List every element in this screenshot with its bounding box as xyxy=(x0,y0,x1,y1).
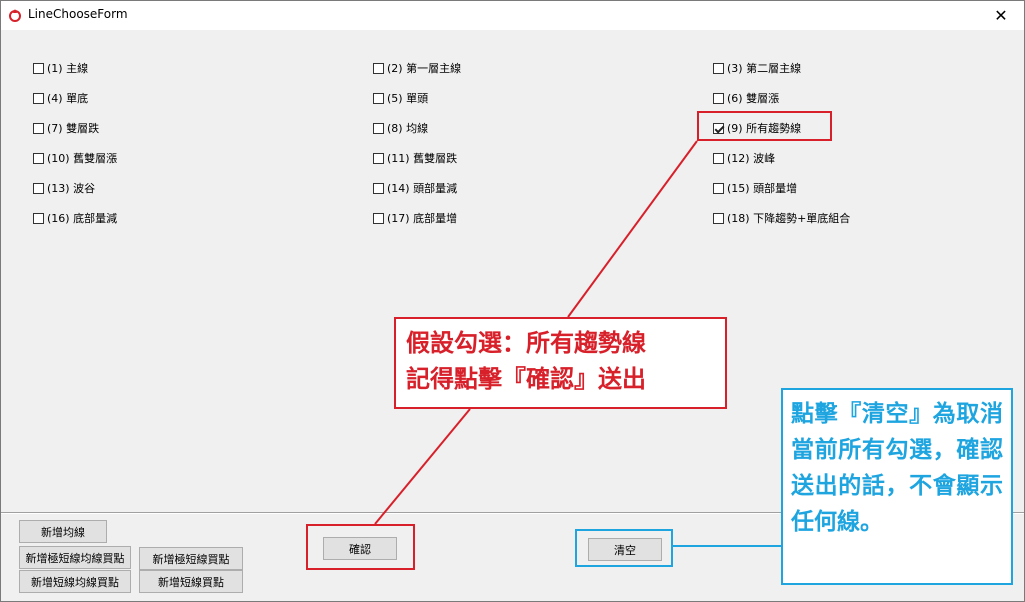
checkbox-item[interactable]: (10) 舊雙層漲 xyxy=(33,150,117,166)
checkbox-item[interactable]: (4) 單底 xyxy=(33,90,88,106)
checkbox-item[interactable]: (12) 波峰 xyxy=(713,150,775,166)
checkbox-item[interactable]: (18) 下降趨勢+單底組合 xyxy=(713,210,850,226)
checkbox-item[interactable]: (2) 第一層主線 xyxy=(373,60,461,76)
checkbox-item[interactable]: (8) 均線 xyxy=(373,120,428,136)
confirm-button[interactable]: 確認 xyxy=(323,537,397,560)
highlight-clear xyxy=(575,529,673,567)
highlight-confirm xyxy=(306,524,415,570)
checkbox-box[interactable] xyxy=(713,182,724,194)
checkbox-item[interactable]: (15) 頭部量增 xyxy=(713,180,797,196)
add-ultra-short-ma-buy-button[interactable]: 新增極短線均線買點 xyxy=(19,546,131,569)
connector-red-bottom xyxy=(374,408,471,525)
checkbox-box[interactable] xyxy=(373,92,384,104)
checkbox-label: (9) 所有趨勢線 xyxy=(727,122,802,135)
checkbox-label: (10) 舊雙層漲 xyxy=(47,152,118,165)
checkbox-label: (16) 底部量減 xyxy=(47,212,118,225)
checkbox-label: (1) 主線 xyxy=(47,62,89,75)
checkbox-box[interactable] xyxy=(373,152,384,164)
checkbox-label: (15) 頭部量增 xyxy=(727,182,798,195)
checkbox-label: (7) 雙層跌 xyxy=(47,122,100,135)
checkbox-box[interactable] xyxy=(33,152,44,164)
blue-callout: 點擊『清空』為取消當前所有勾選，確認送出的話，不會顯示任何線。 xyxy=(781,388,1013,585)
checkbox-item[interactable]: (13) 波谷 xyxy=(33,180,95,196)
checkbox-box[interactable] xyxy=(713,92,724,104)
add-short-ma-buy-button[interactable]: 新增短線均線買點 xyxy=(19,570,131,593)
checkbox-item[interactable]: (5) 單頭 xyxy=(373,90,428,106)
red-callout: 假設勾選：所有趨勢線 記得點擊『確認』送出 xyxy=(394,317,727,409)
close-button[interactable]: ✕ xyxy=(978,1,1024,30)
checkbox-box[interactable] xyxy=(713,212,724,224)
checkbox-item[interactable]: (14) 頭部量減 xyxy=(373,180,457,196)
checkbox-label: (3) 第二層主線 xyxy=(727,62,802,75)
checkbox-box[interactable] xyxy=(713,152,724,164)
checkbox-label: (14) 頭部量減 xyxy=(387,182,458,195)
checkbox-box[interactable] xyxy=(33,212,44,224)
highlight-all-trendlines xyxy=(697,111,832,141)
red-callout-line2: 記得點擊『確認』送出 xyxy=(406,364,646,393)
window-title: LineChooseForm xyxy=(28,7,128,21)
checkbox-label: (8) 均線 xyxy=(387,122,429,135)
checkbox-label: (12) 波峰 xyxy=(727,152,776,165)
checkbox-label: (5) 單頭 xyxy=(387,92,429,105)
add-short-buy-button[interactable]: 新增短線買點 xyxy=(139,570,243,593)
close-icon: ✕ xyxy=(994,6,1008,25)
checkbox-item[interactable]: (1) 主線 xyxy=(33,60,88,76)
checkbox-item[interactable]: (6) 雙層漲 xyxy=(713,90,779,106)
checkbox-box[interactable] xyxy=(373,62,384,74)
checkbox-box[interactable] xyxy=(33,182,44,194)
checkbox-box[interactable] xyxy=(373,122,384,134)
add-ma-button[interactable]: 新增均線 xyxy=(19,520,107,543)
checkbox-label: (2) 第一層主線 xyxy=(387,62,462,75)
checkbox-label: (4) 單底 xyxy=(47,92,89,105)
checkbox-label: (13) 波谷 xyxy=(47,182,96,195)
clear-button[interactable]: 清空 xyxy=(588,538,662,561)
checkbox-label: (11) 舊雙層跌 xyxy=(387,152,458,165)
checkbox-label: (17) 底部量增 xyxy=(387,212,458,225)
checkbox-box[interactable] xyxy=(713,62,724,74)
checkbox-item[interactable]: (17) 底部量增 xyxy=(373,210,457,226)
checkbox-box[interactable] xyxy=(33,92,44,104)
checkbox-label: (18) 下降趨勢+單底組合 xyxy=(727,212,851,225)
checkbox-box[interactable] xyxy=(373,212,384,224)
checkbox-box[interactable] xyxy=(33,122,44,134)
checkbox-item-all-trendlines[interactable]: (9) 所有趨勢線 xyxy=(713,120,801,136)
blue-callout-text: 點擊『清空』為取消當前所有勾選，確認送出的話，不會顯示任何線。 xyxy=(791,400,1003,535)
add-ultra-short-buy-button[interactable]: 新增極短線買點 xyxy=(139,547,243,570)
red-callout-line1: 假設勾選：所有趨勢線 xyxy=(406,328,646,357)
checkbox-box[interactable] xyxy=(373,182,384,194)
checkbox-item[interactable]: (7) 雙層跌 xyxy=(33,120,99,136)
title-bar[interactable]: LineChooseForm ✕ xyxy=(1,1,1024,30)
checkbox-item[interactable]: (11) 舊雙層跌 xyxy=(373,150,457,166)
checkbox-box[interactable] xyxy=(33,62,44,74)
checkbox-label: (6) 雙層漲 xyxy=(727,92,780,105)
app-logo-icon xyxy=(9,9,21,22)
divider xyxy=(1,512,1024,514)
checkbox-box-checked[interactable] xyxy=(713,122,724,134)
checkbox-item[interactable]: (16) 底部量減 xyxy=(33,210,117,226)
connector-red-top xyxy=(567,140,698,318)
checkbox-item[interactable]: (3) 第二層主線 xyxy=(713,60,801,76)
